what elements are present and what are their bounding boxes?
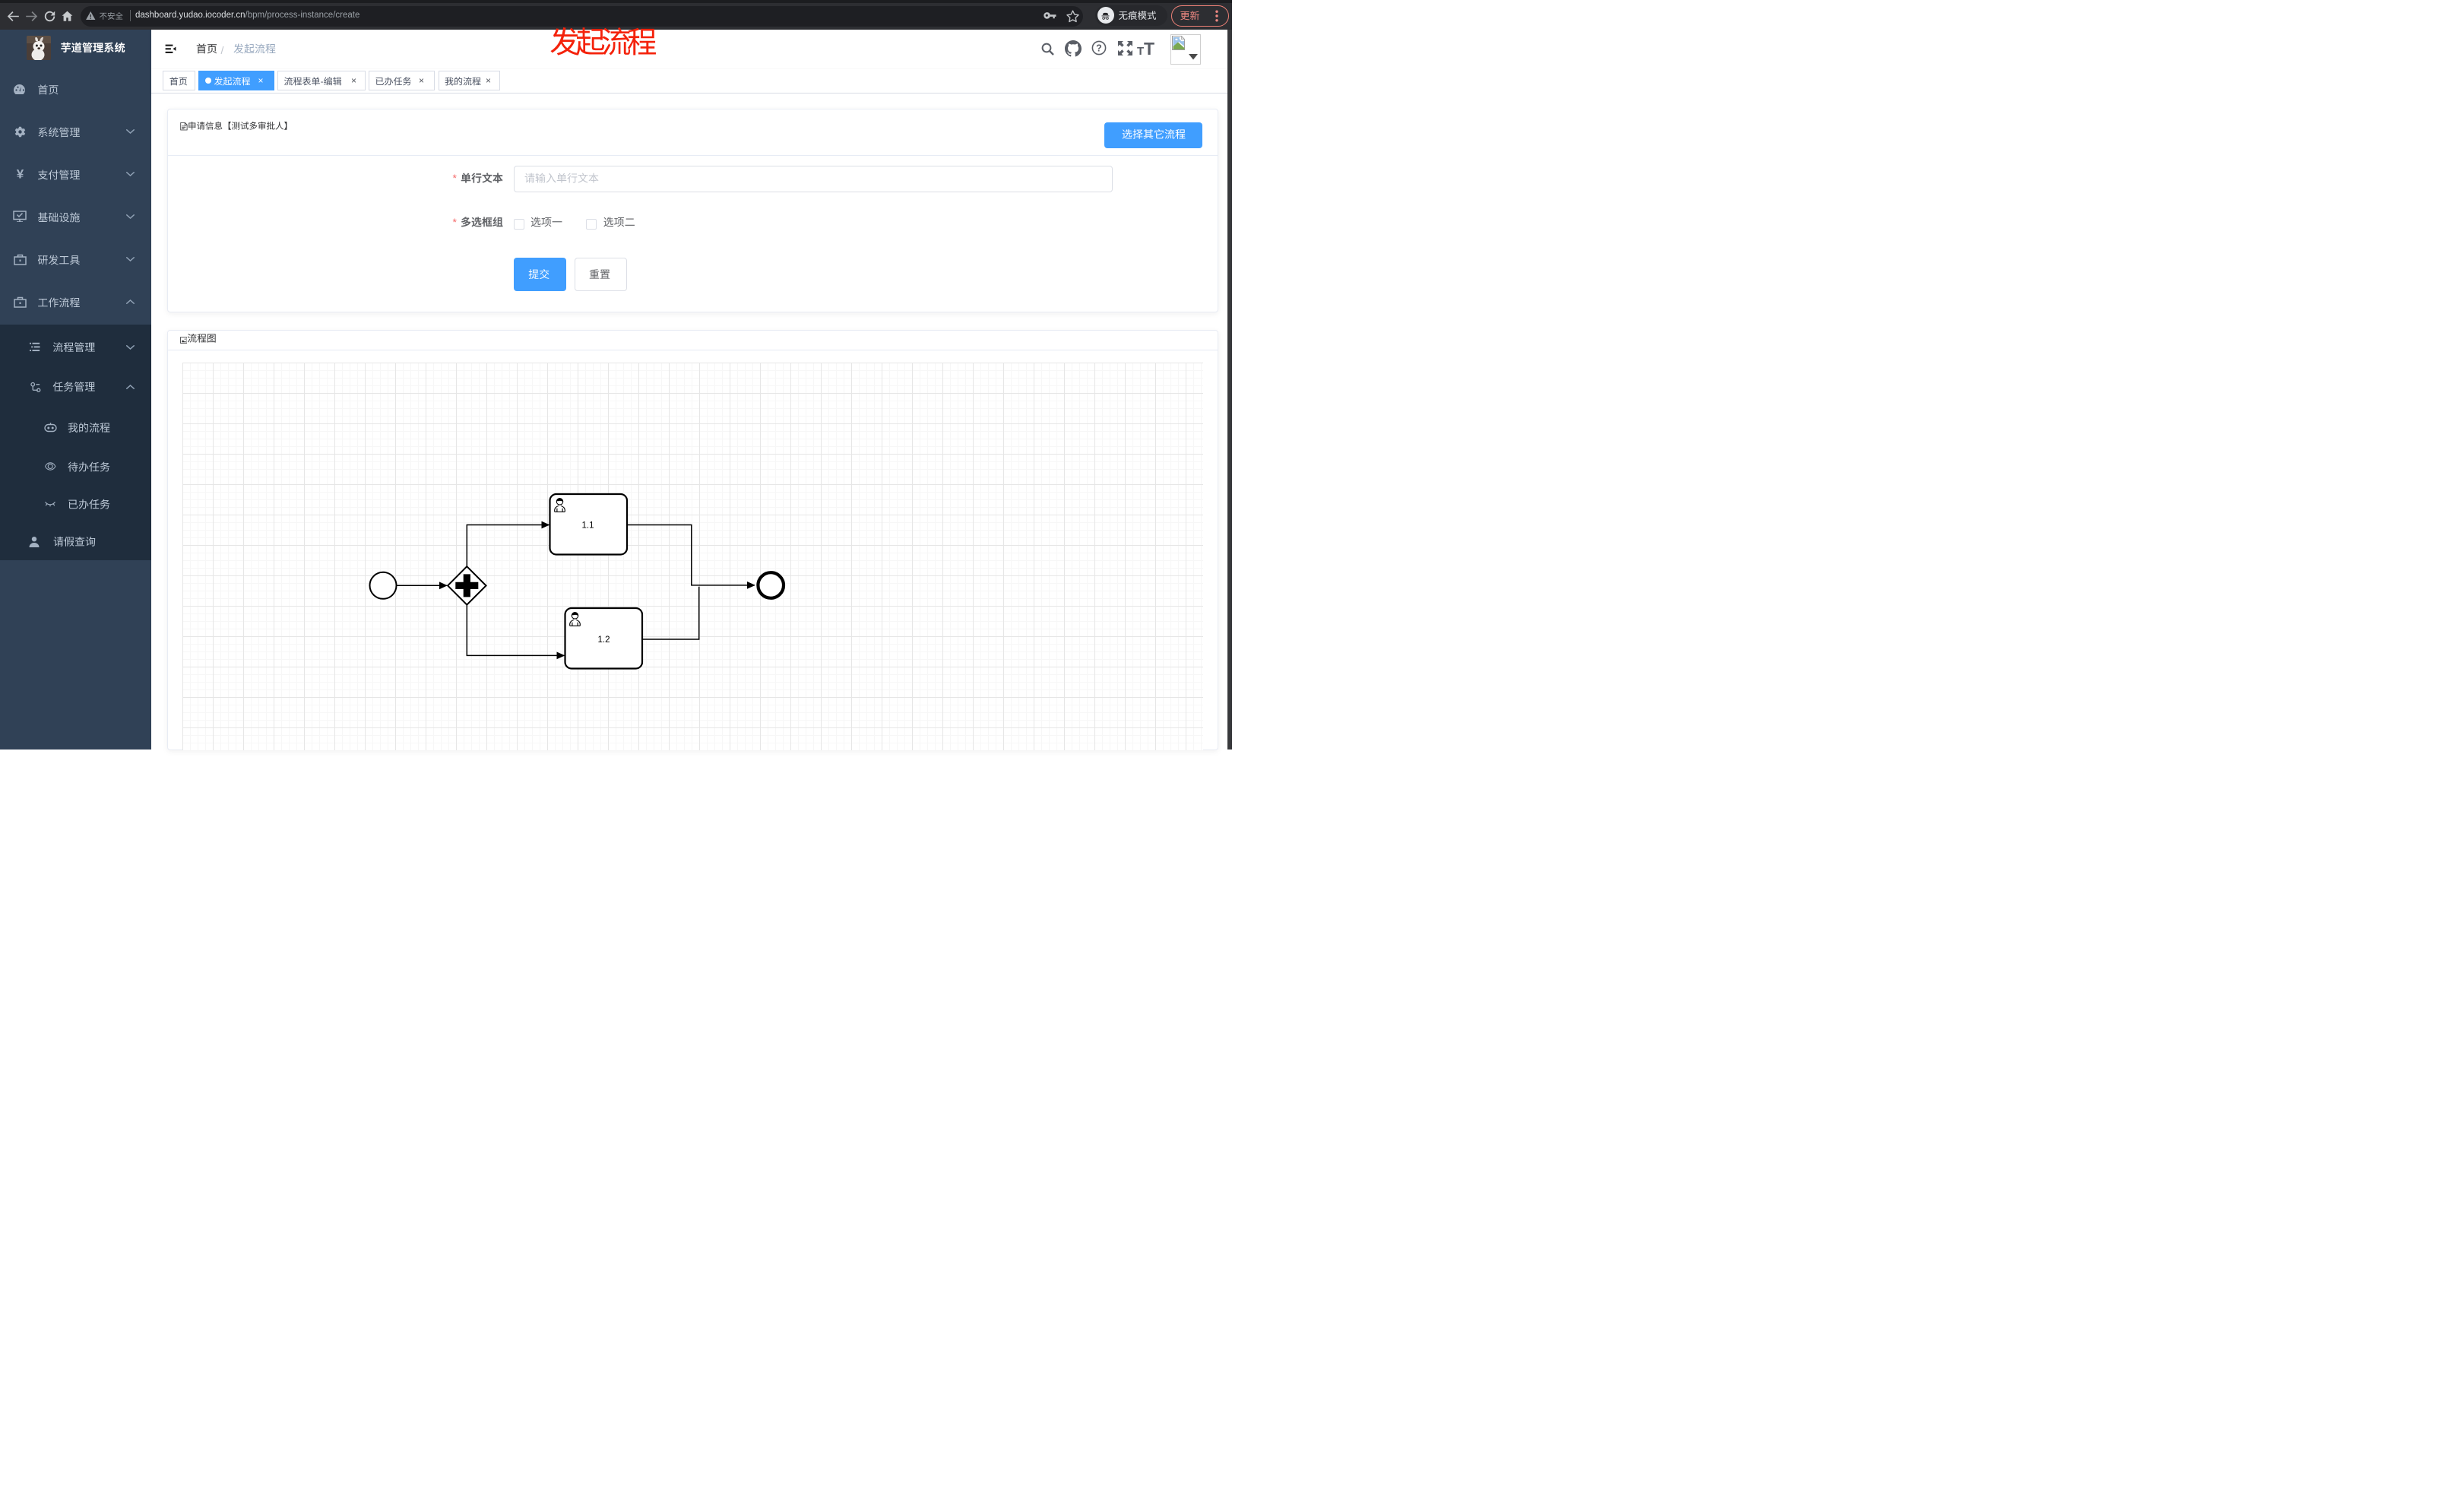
- svg-text:¥: ¥: [16, 168, 24, 180]
- svg-text:?: ?: [1096, 43, 1102, 53]
- svg-text:T: T: [1144, 42, 1154, 55]
- svg-text:1.2: 1.2: [597, 635, 610, 645]
- svg-text:1.1: 1.1: [581, 521, 594, 530]
- svg-text:T: T: [1137, 45, 1144, 55]
